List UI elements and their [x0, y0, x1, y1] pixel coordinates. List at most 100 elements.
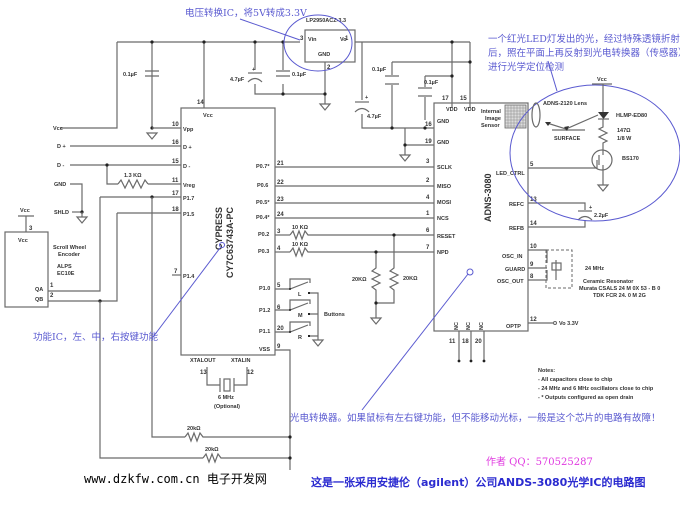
diagram-title: 这是一张采用安捷伦（agilent）公司ANDS-3080光学IC的电路图	[311, 475, 646, 489]
resonator-labels: 24 MHz Ceramic Resonator Murata CSALS 24…	[579, 266, 660, 299]
pin-number: 11	[172, 178, 179, 184]
net-label: D -	[57, 163, 65, 169]
pin-label: XTALIN	[231, 358, 250, 364]
pin-label: OSC_IN	[502, 254, 523, 260]
resistor-label: 20kΩ	[187, 426, 201, 432]
polarity-plus: +	[589, 205, 592, 211]
resistor-label: 20KΩ	[403, 276, 418, 282]
callout-line	[361, 273, 469, 411]
net-label: Vcc	[597, 77, 607, 83]
regulator-part: LP2950ACZ-3.3	[306, 18, 346, 24]
pin-number: 1	[426, 211, 430, 217]
pin-label: P1.5	[183, 212, 194, 218]
pin-label: OPTP	[506, 324, 521, 330]
pin-number: 16	[425, 122, 432, 128]
regulator-vin: Vin	[308, 37, 317, 43]
scroll-wheel-encoder: Vcc 3 Vcc Scroll Wheel Encoder ALPS EC10…	[4, 197, 118, 308]
adns-3080-chip: 17 15 VDD VDD Internal Image Sensor ADNS…	[433, 96, 529, 332]
sensor-annotation: 光电转换器。如果鼠标有左右键功能，但不能移动光标，一般是这个芯片的电路有故障！	[290, 412, 661, 424]
junction-dot	[403, 143, 407, 147]
pin-number: 16	[172, 140, 179, 146]
junction-dot	[288, 435, 292, 439]
pin-number: 3	[277, 229, 281, 235]
lens-icon	[531, 102, 541, 128]
junction-dot	[374, 250, 378, 254]
capacitor-c6: 0.1µF	[418, 80, 439, 97]
pin-number: 19	[425, 139, 432, 145]
led-icon	[598, 112, 609, 119]
junction-dot	[390, 126, 394, 130]
capacitor-c6-label: 0.1µF	[424, 80, 439, 86]
capacitor-c3-label: 0.1µF	[292, 72, 307, 78]
pulldown-resistors: 20KΩ 20KΩ	[352, 233, 418, 325]
ground-icon	[369, 317, 383, 325]
pin-number: 8	[530, 274, 534, 280]
crystal-note: (Optional)	[214, 404, 240, 410]
net-label: SHLD	[54, 210, 69, 216]
sensor-label: Sensor	[481, 123, 501, 129]
pin-label: NC	[479, 322, 485, 330]
callout-anchor	[466, 268, 474, 276]
junction-dot	[450, 40, 454, 44]
pin-label: P0.5*	[256, 200, 270, 206]
pin-label: MOSI	[437, 200, 452, 206]
chip-brand: CYPRESS	[214, 207, 224, 250]
cypress-right-pins: 10 KΩ 10 KΩ 21 P0.7* 22 P0.6 23 P0.5* 24…	[256, 161, 434, 353]
pin-label: REFB	[509, 226, 524, 232]
ceramic-resonator-icon	[545, 249, 573, 289]
pin-number: 24	[277, 212, 284, 218]
ground-icon	[398, 154, 412, 162]
pin-label: D +	[183, 145, 192, 151]
cypress-annotation: 功能IC，左、中，右按键功能	[33, 331, 159, 343]
adns-left-pins: 16 GND 19 GND 3 SCLK 2 MISO 4 MOSI 1 NCS…	[425, 119, 456, 256]
pin-number: 21	[277, 161, 284, 167]
pin-label: Vcc	[203, 113, 213, 119]
pin-number: 15	[172, 159, 179, 165]
notes-item: - All capacitors close to chip	[538, 377, 613, 383]
surface-label: SURFACE	[554, 136, 581, 142]
adns-bottom-pins: 11 18 20 NC NC NC	[449, 322, 486, 363]
net-label: D +	[57, 144, 66, 150]
encoder-name: Encoder	[58, 252, 81, 258]
net-terminal	[553, 321, 557, 325]
junction-dot	[323, 92, 327, 96]
encoder-name: Scroll Wheel	[53, 245, 86, 251]
led-annotation-line: 进行光学定位检测	[488, 61, 564, 73]
pin-label: GND	[437, 119, 449, 125]
resistor-label: 1.3 KΩ	[124, 173, 142, 179]
junction-dot	[105, 163, 109, 167]
resonator-part: TDK FCR 24. 0 M 2G	[593, 293, 646, 299]
callout-line	[152, 247, 221, 338]
chip-part-number: CY7C63743A-PC	[225, 206, 235, 278]
fet-part: BS170	[622, 156, 639, 162]
cypress-chip: 14 Vcc CYPRESS CY7C63743A-PC XTALOUT XTA…	[180, 100, 276, 376]
capacitor-c2-label: 4.7µF	[230, 77, 245, 83]
notes-title: Notes:	[538, 368, 555, 374]
pin-label: D -	[183, 164, 191, 170]
pin-number: 7	[174, 269, 178, 275]
pin-label: P0.2	[258, 232, 269, 238]
buttons-label: Buttons	[324, 312, 345, 318]
capacitor-c3: 0.1µF	[276, 70, 307, 78]
pin-number: 10	[530, 244, 537, 250]
pin-number: 23	[277, 197, 284, 203]
pin-label: P1.4	[183, 274, 195, 280]
pin-number: 1	[50, 283, 54, 289]
mosfet-icon	[591, 149, 613, 171]
polarity-plus: +	[252, 67, 255, 73]
crystal-6mhz: 6 MHz (Optional)	[206, 367, 248, 410]
pin-label: VSS	[259, 347, 270, 353]
pin-label: MISO	[437, 184, 452, 190]
polarity-plus: +	[365, 95, 368, 101]
pin-label: P0.4*	[256, 215, 270, 221]
callout-line	[547, 60, 558, 92]
pin-number: 2	[426, 178, 430, 184]
pin-number: 2	[50, 293, 54, 299]
resistor-label: 20KΩ	[352, 277, 367, 283]
ground-icon	[318, 103, 332, 111]
capacitor-c4: + 4.7µF	[354, 95, 382, 120]
pin-number: 2	[327, 65, 331, 71]
pin-number: 9	[277, 344, 281, 350]
pin-label: NC	[466, 322, 472, 330]
capacitor-c7: + 2.2µF	[577, 205, 609, 221]
